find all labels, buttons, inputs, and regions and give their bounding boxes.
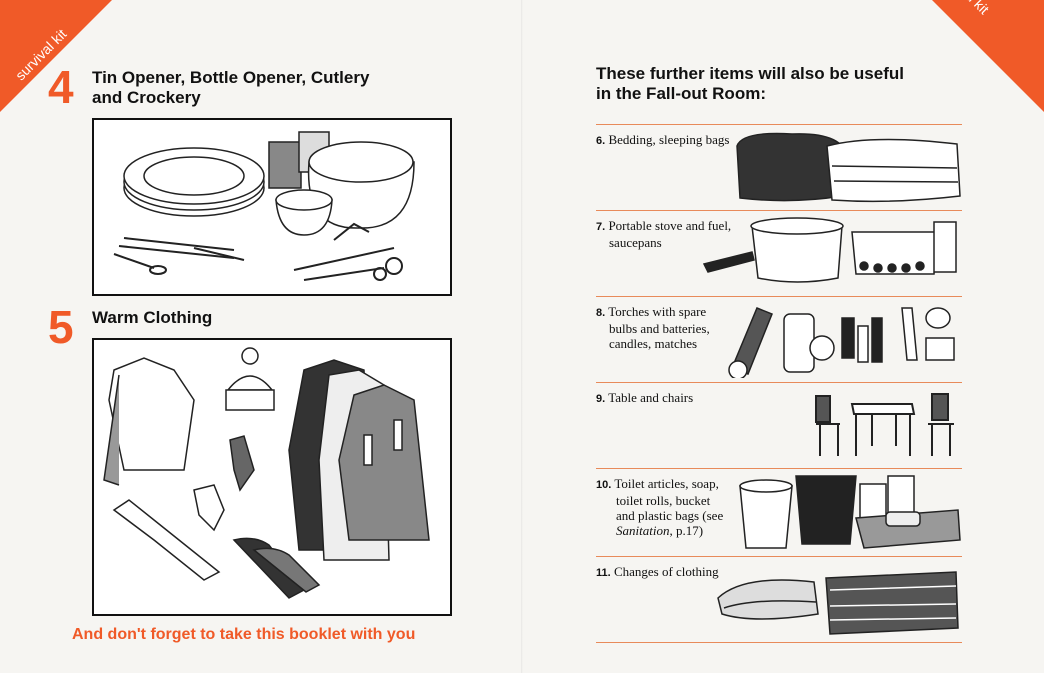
divider-rule — [596, 124, 962, 125]
bedding-drawing — [736, 132, 961, 203]
booklet-reminder: And don't forget to take this booklet wi… — [72, 626, 416, 643]
section-heading-5: Warm Clothing — [92, 308, 213, 327]
further-items-title: These further items will also be useful … — [596, 64, 956, 104]
page-gutter — [521, 0, 523, 673]
item-text-line: bulbs and batteries, — [609, 321, 710, 336]
table-chairs-illustration — [812, 384, 962, 468]
clothing-drawing — [103, 347, 430, 599]
item-text-line: and plastic bags (see — [616, 508, 724, 523]
clothing-changes-illustration — [714, 558, 962, 642]
item-text-line: toilet rolls, bucket — [616, 493, 711, 508]
clothing-changes-drawing — [717, 571, 959, 635]
item-text-line: Table and chairs — [608, 390, 694, 405]
stove-drawing — [702, 217, 957, 283]
section-heading-4-line1: Tin Opener, Bottle Opener, Cutlery — [92, 68, 370, 87]
torches-illustration — [712, 298, 962, 382]
list-item-toilet-articles: 10. Toilet articles, soap, toilet rolls,… — [596, 470, 962, 556]
further-items-title-line1: These further items will also be useful — [596, 64, 904, 83]
section-heading-4: Tin Opener, Bottle Opener, Cutlery and C… — [92, 68, 369, 108]
divider-rule — [596, 296, 962, 297]
list-item-bedding: 6. Bedding, sleeping bags — [596, 126, 962, 212]
item-number: 10. — [596, 479, 612, 491]
crockery-drawing — [113, 131, 415, 281]
section-number-4: 4 — [48, 61, 74, 113]
left-page: survival kit 4 Tin Opener, Bottle Opener… — [0, 0, 452, 643]
item-text-line: candles, matches — [609, 336, 698, 351]
item-number: 11. — [596, 567, 611, 579]
item-number: 6. — [596, 135, 606, 147]
item-text-line: saucepans — [609, 235, 662, 250]
divider-rule — [596, 382, 962, 383]
toilet-articles-illustration — [736, 470, 962, 554]
torches-drawing — [728, 307, 955, 378]
list-item-table-chairs: 9. Table and chairs — [596, 384, 962, 470]
right-page: survival kit These further items will al… — [522, 0, 1044, 673]
divider-rule — [596, 210, 962, 211]
clothing-illustration — [92, 338, 452, 616]
list-item-clothing-changes: 11. Changes of clothing — [596, 558, 962, 644]
stove-illustration — [702, 212, 962, 296]
toilet-articles-drawing — [739, 475, 961, 549]
list-item-torches: 8. Torches with spare bulbs and batterie… — [596, 298, 962, 384]
item-number: 9. — [596, 393, 606, 405]
page-reference: , p.17) — [669, 523, 704, 538]
further-items-title-line2: in the Fall-out Room: — [596, 84, 766, 103]
divider-rule — [596, 468, 962, 469]
sanitation-reference: Sanitation — [616, 523, 670, 538]
corner-tab-right: survival kit — [926, 0, 1044, 118]
bedding-illustration — [732, 126, 962, 210]
section-number-5: 5 — [48, 301, 74, 353]
item-number: 7. — [596, 221, 606, 233]
item-text-line: Bedding, sleeping bags — [608, 132, 730, 147]
item-text-line: Torches with spare — [608, 304, 707, 319]
item-text-line: Toilet articles, soap, — [614, 476, 719, 491]
divider-rule — [596, 556, 962, 557]
table-chairs-drawing — [815, 393, 954, 456]
crockery-illustration — [92, 118, 452, 296]
section-heading-4-line2: and Crockery — [92, 88, 201, 107]
item-number: 8. — [596, 307, 606, 319]
divider-rule — [596, 642, 962, 643]
item-text-line: Changes of clothing — [613, 564, 719, 579]
list-item-stove: 7. Portable stove and fuel, saucepans — [596, 212, 962, 298]
item-text-line: Portable stove and fuel, — [608, 218, 732, 233]
corner-tab-left: survival kit — [0, 0, 118, 118]
